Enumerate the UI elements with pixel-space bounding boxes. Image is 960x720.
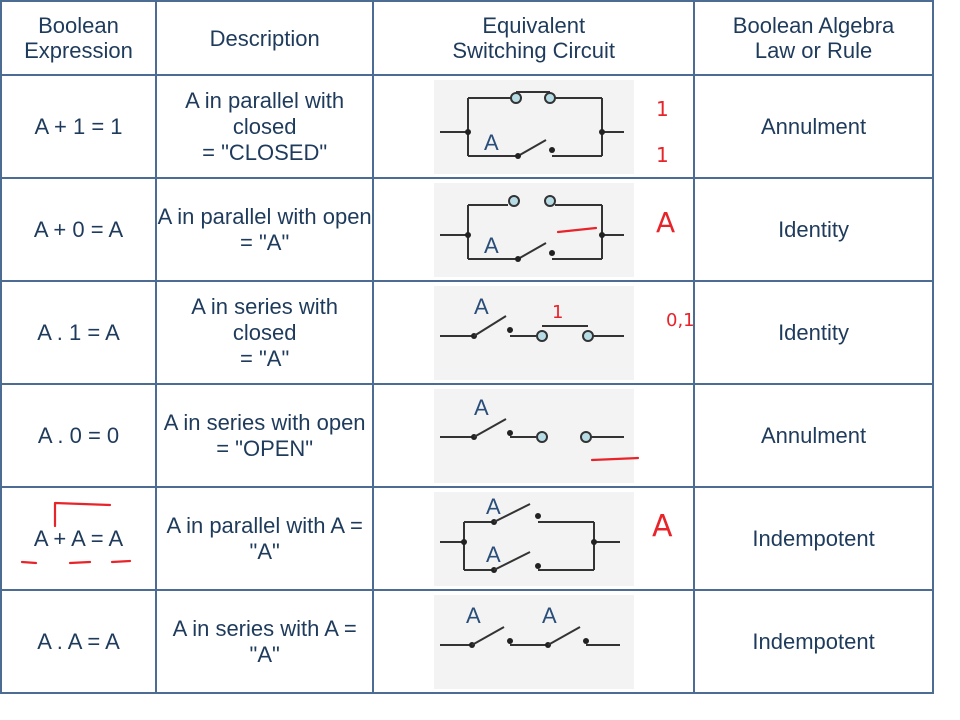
series-open-contact-circuit: A [433,388,634,483]
switch-label: A [484,233,499,258]
description-cell: A in parallel with A = "A" [154,486,375,591]
switch-label: A [474,395,489,420]
table-row: A + A = A A in parallel with A = "A" [0,486,934,591]
description-cell: A in series with A = "A" [154,589,375,694]
desc-line: = "A" [240,229,290,255]
desc-line: A in parallel with open [157,203,372,229]
table-row: A + 1 = 1 A in parallel with closed= "CL… [0,74,934,179]
header-line: Equivalent [482,13,586,38]
circuit-cell: A A [372,486,696,591]
desc-line: A in parallel with closed [185,87,345,139]
circuit-cell: A A [372,589,696,694]
law-cell: Identity [693,177,934,282]
law-cell: Indempotent [693,589,934,694]
expression-cell: A + A = A [0,486,157,591]
header-description: Description [154,0,375,76]
description-cell: A in parallel with closed= "CLOSED" [154,74,375,179]
header-line: Boolean Algebra [732,13,895,38]
switch-label: A [466,603,481,628]
switch-label: A [486,494,501,519]
circuit-cell: A [372,383,696,488]
expression-cell: A . 1 = A [0,280,157,385]
law-cell: Indempotent [693,486,934,591]
series-closed-contact-circuit: A [433,285,634,380]
header-line: Description [209,25,320,51]
expression-cell: A . 0 = 0 [0,383,157,488]
series-two-switches-circuit: A A [433,594,634,689]
switch-label: A [542,603,557,628]
switch-label: A [486,542,501,567]
table-row: A . 1 = A A in series with closed= "A" A… [0,280,934,385]
desc-line: = "A" [240,345,290,371]
expression-cell: A + 0 = A [0,177,157,282]
table-row: A + 0 = A A in parallel with open= "A" A [0,177,934,282]
parallel-two-switches-circuit: A A [433,491,634,586]
law-cell: Annulment [693,74,934,179]
circuit-cell: A [372,177,696,282]
description-cell: A in series with open= "OPEN" [154,383,375,488]
parallel-closed-contact-circuit: A [433,79,634,174]
desc-line: A in series with open [163,409,366,435]
table-row: A . A = A A in series with A = "A" A A I… [0,589,934,694]
expression-cell: A + 1 = 1 [0,74,157,179]
desc-line: A in series with closed [191,293,339,345]
parallel-open-contact-circuit: A [433,182,634,277]
header-line: Law or Rule [754,38,873,63]
law-cell: Identity [693,280,934,385]
header-line: Boolean [38,13,119,38]
switch-label: A [484,130,499,155]
desc-line: = "CLOSED" [202,139,328,165]
description-cell: A in series with closed= "A" [154,280,375,385]
law-cell: Annulment [693,383,934,488]
circuit-cell: A [372,74,696,179]
switch-label: A [474,294,489,319]
expression-cell: A . A = A [0,589,157,694]
circuit-cell: A [372,280,696,385]
table-row: A . 0 = 0 A in series with open= "OPEN" … [0,383,934,488]
header-line: Expression [24,38,133,63]
description-cell: A in parallel with open= "A" [154,177,375,282]
desc-line: = "OPEN" [216,435,314,461]
header-line: Switching Circuit [452,38,616,63]
